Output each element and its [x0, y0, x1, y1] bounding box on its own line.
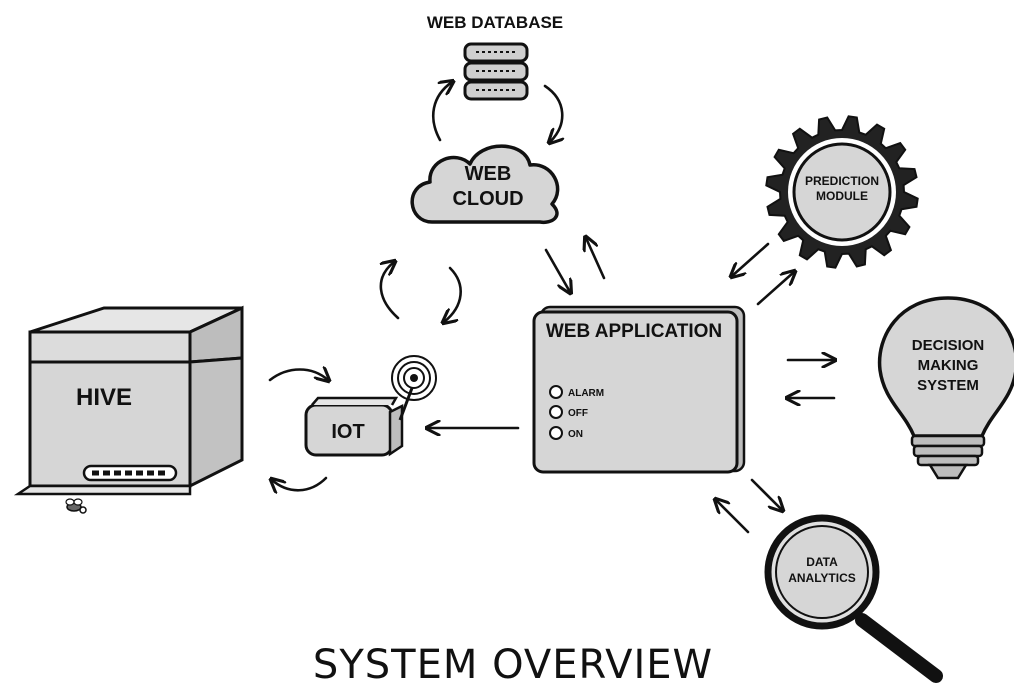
arrow-webapp-to-cloud [586, 238, 606, 280]
indicator-on-label: ON [568, 429, 583, 440]
data-analytics-label-line1: DATA [806, 555, 838, 569]
magnifier-icon [764, 514, 943, 683]
decision-label-line1: DECISION [912, 337, 985, 354]
decision-label-line3: SYSTEM [917, 377, 979, 394]
iot-device [304, 396, 404, 457]
data-analytics-label-line2: ANALYTICS [788, 571, 856, 585]
prediction-module-label-line1: PREDICTION [805, 174, 879, 188]
arrow-cloud-to-database [432, 82, 452, 142]
decision-label-line2: MAKING [918, 357, 979, 374]
iot-label: IOT [331, 421, 364, 443]
web-cloud-label-line2: CLOUD [452, 188, 523, 210]
arrow-cloud-to-iot [444, 266, 462, 322]
hive-label: HIVE [76, 384, 132, 411]
gear-icon [765, 115, 919, 269]
diagram-title: SYSTEM OVERVIEW [313, 642, 713, 684]
arrow-analytics-to-webapp [716, 500, 750, 534]
arrow-hive-to-iot [268, 370, 328, 381]
indicator-alarm: ALARM [549, 385, 604, 399]
indicator-on: ON [549, 426, 583, 440]
web-database-label: WEB DATABASE [427, 13, 563, 32]
indicator-off: OFF [549, 405, 588, 419]
prediction-module-label-line2: MODULE [816, 189, 868, 203]
arrow-webapp-to-prediction [756, 272, 794, 306]
web-cloud-label-line1: WEB [465, 163, 512, 185]
arrow-database-to-cloud [543, 84, 562, 142]
indicator-off-label: OFF [568, 408, 588, 419]
arrow-iot-to-cloud [381, 262, 400, 320]
antenna-icon [391, 355, 437, 421]
arrow-cloud-to-webapp [544, 248, 570, 292]
web-application-label: WEB APPLICATION [546, 321, 722, 342]
hive-box [13, 305, 244, 496]
cloud-icon [410, 144, 560, 225]
web-application-device [532, 305, 746, 474]
arrow-prediction-to-webapp [732, 242, 770, 276]
indicator-alarm-label: ALARM [568, 388, 604, 399]
arrow-iot-to-hive [272, 478, 328, 490]
bee-icon [65, 498, 87, 514]
arrow-webapp-to-analytics [750, 478, 782, 510]
database-icon [463, 42, 529, 101]
light-bulb-icon [877, 296, 1014, 480]
